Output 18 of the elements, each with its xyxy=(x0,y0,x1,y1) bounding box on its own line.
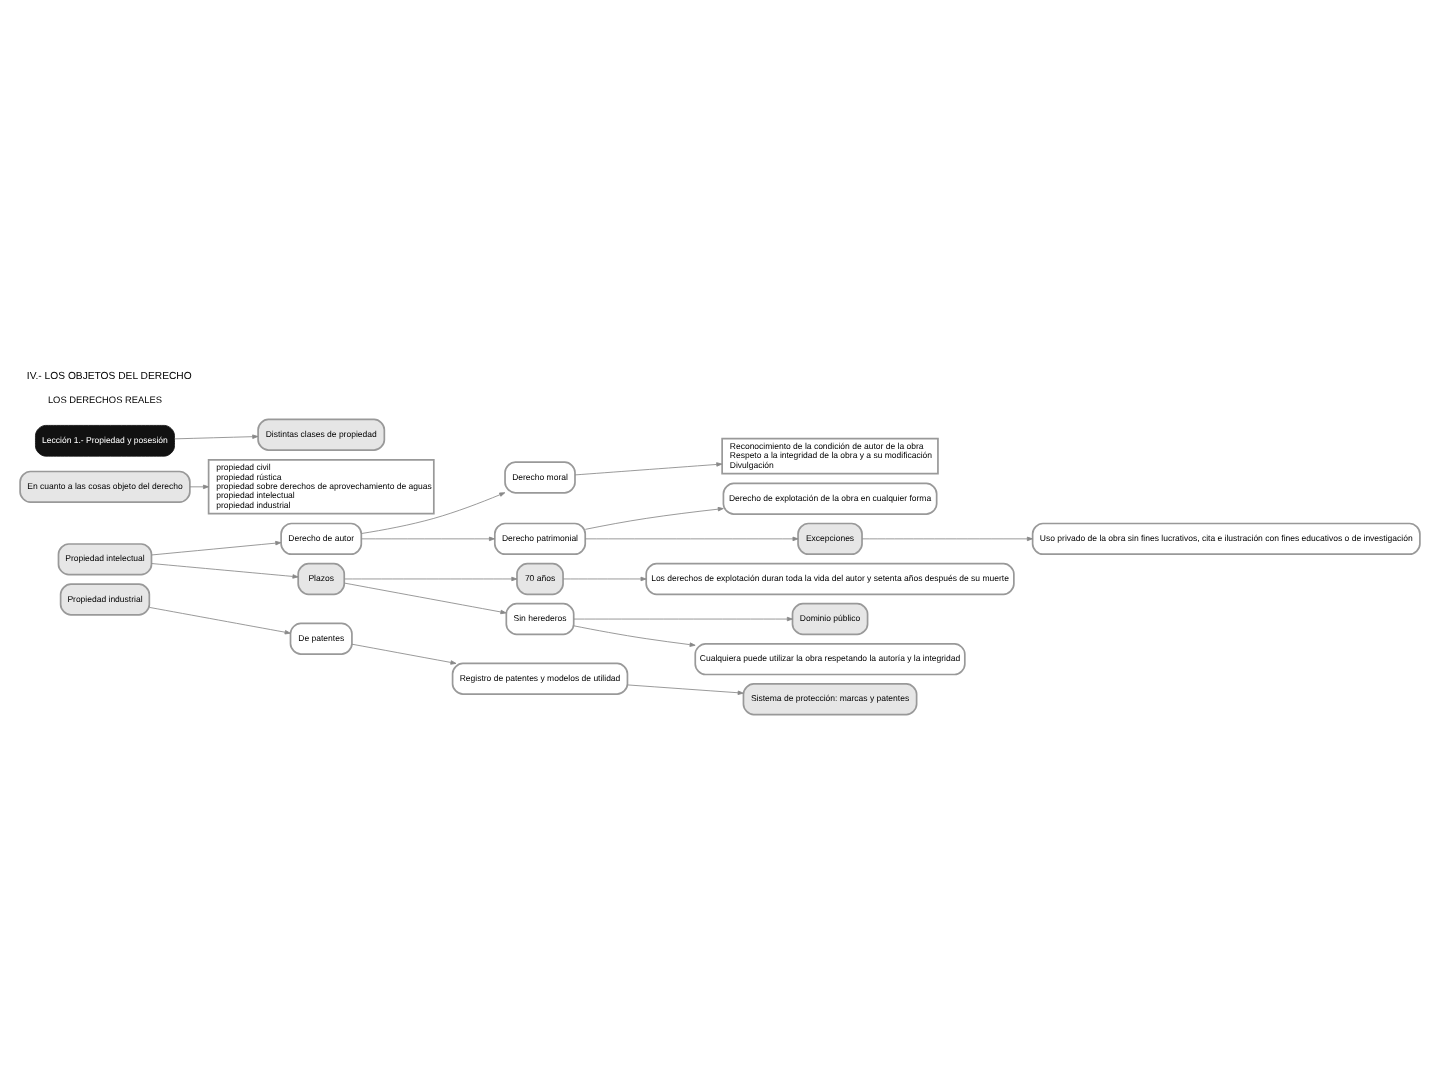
arrow xyxy=(584,535,799,541)
arrow xyxy=(627,683,744,694)
arrow xyxy=(344,575,518,581)
arrow xyxy=(174,433,259,439)
arrow xyxy=(584,505,724,529)
arrow xyxy=(361,491,506,533)
arrow xyxy=(344,581,507,614)
arrow xyxy=(149,606,291,634)
arrow xyxy=(861,535,1033,541)
arrow xyxy=(562,575,647,581)
arrow xyxy=(574,461,723,475)
arrow xyxy=(573,615,793,621)
arrow xyxy=(151,562,299,578)
arrow xyxy=(189,483,209,489)
arrow xyxy=(573,624,696,646)
arrow xyxy=(351,642,457,664)
arrow xyxy=(151,539,282,555)
arrow xyxy=(360,535,495,541)
